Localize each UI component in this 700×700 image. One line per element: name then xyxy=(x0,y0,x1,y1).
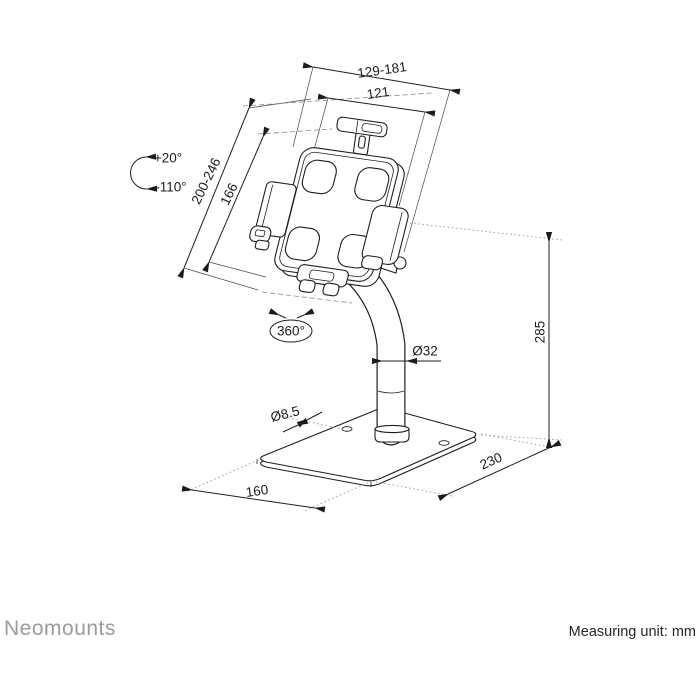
dim-width-range-label: 129-181 xyxy=(356,59,407,81)
dim-tilt-up-label: +20° xyxy=(154,151,182,166)
dimension-pole-diameter: Ø32 xyxy=(372,344,441,365)
right-clamp-foot xyxy=(361,255,384,271)
dimension-width-range: 129-181 xyxy=(302,59,461,95)
max-size-guide-inner xyxy=(257,128,333,135)
lock-keyhole xyxy=(361,123,383,134)
right-clamp-arm xyxy=(361,204,409,271)
dim-inner-height-label: 166 xyxy=(217,181,240,208)
dimension-inner-width: 121 xyxy=(317,84,436,117)
dimension-base-depth: 230 xyxy=(437,440,562,501)
top-lock xyxy=(336,116,388,156)
dimension-rotation: 360° xyxy=(268,308,315,343)
dim-inner-width-label: 121 xyxy=(366,84,390,102)
dim-pole-diameter-label: Ø32 xyxy=(412,344,438,359)
corner-pad-bottom-left xyxy=(284,226,321,262)
max-size-guide-bottom xyxy=(261,291,353,304)
brand-logo: Neomounts xyxy=(4,617,116,640)
dim-hole-diameter-label: Ø8.5 xyxy=(269,403,301,425)
bottom-clamp xyxy=(296,264,349,297)
base-plate xyxy=(256,407,477,487)
pole-seam xyxy=(377,390,405,394)
dimension-base-width: 160 xyxy=(181,482,326,513)
dim-stand-height-label: 285 xyxy=(533,321,548,344)
bottom-clamp-hook-right xyxy=(322,282,340,297)
dim-rotation-label: 360° xyxy=(277,324,305,339)
dimension-stand-height: 285 xyxy=(533,232,553,448)
dimension-hole-diameter: Ø8.5 xyxy=(269,403,323,433)
lock-stem-slot xyxy=(357,135,366,149)
bottom-clamp-hook-left xyxy=(298,279,316,294)
measuring-unit-note: Measuring unit: mm xyxy=(568,624,696,640)
dimension-inner-height: 166 xyxy=(202,126,270,273)
dim-tilt-down-label: -110° xyxy=(155,180,186,195)
dimension-tilt: +20° -110° xyxy=(130,151,187,195)
dim-base-width-label: 160 xyxy=(245,482,269,500)
dim-base-depth-label: 230 xyxy=(478,450,505,473)
corner-pad-top-right xyxy=(354,167,390,202)
corner-pad-top-left xyxy=(301,159,337,195)
tablet-holder xyxy=(249,147,409,297)
